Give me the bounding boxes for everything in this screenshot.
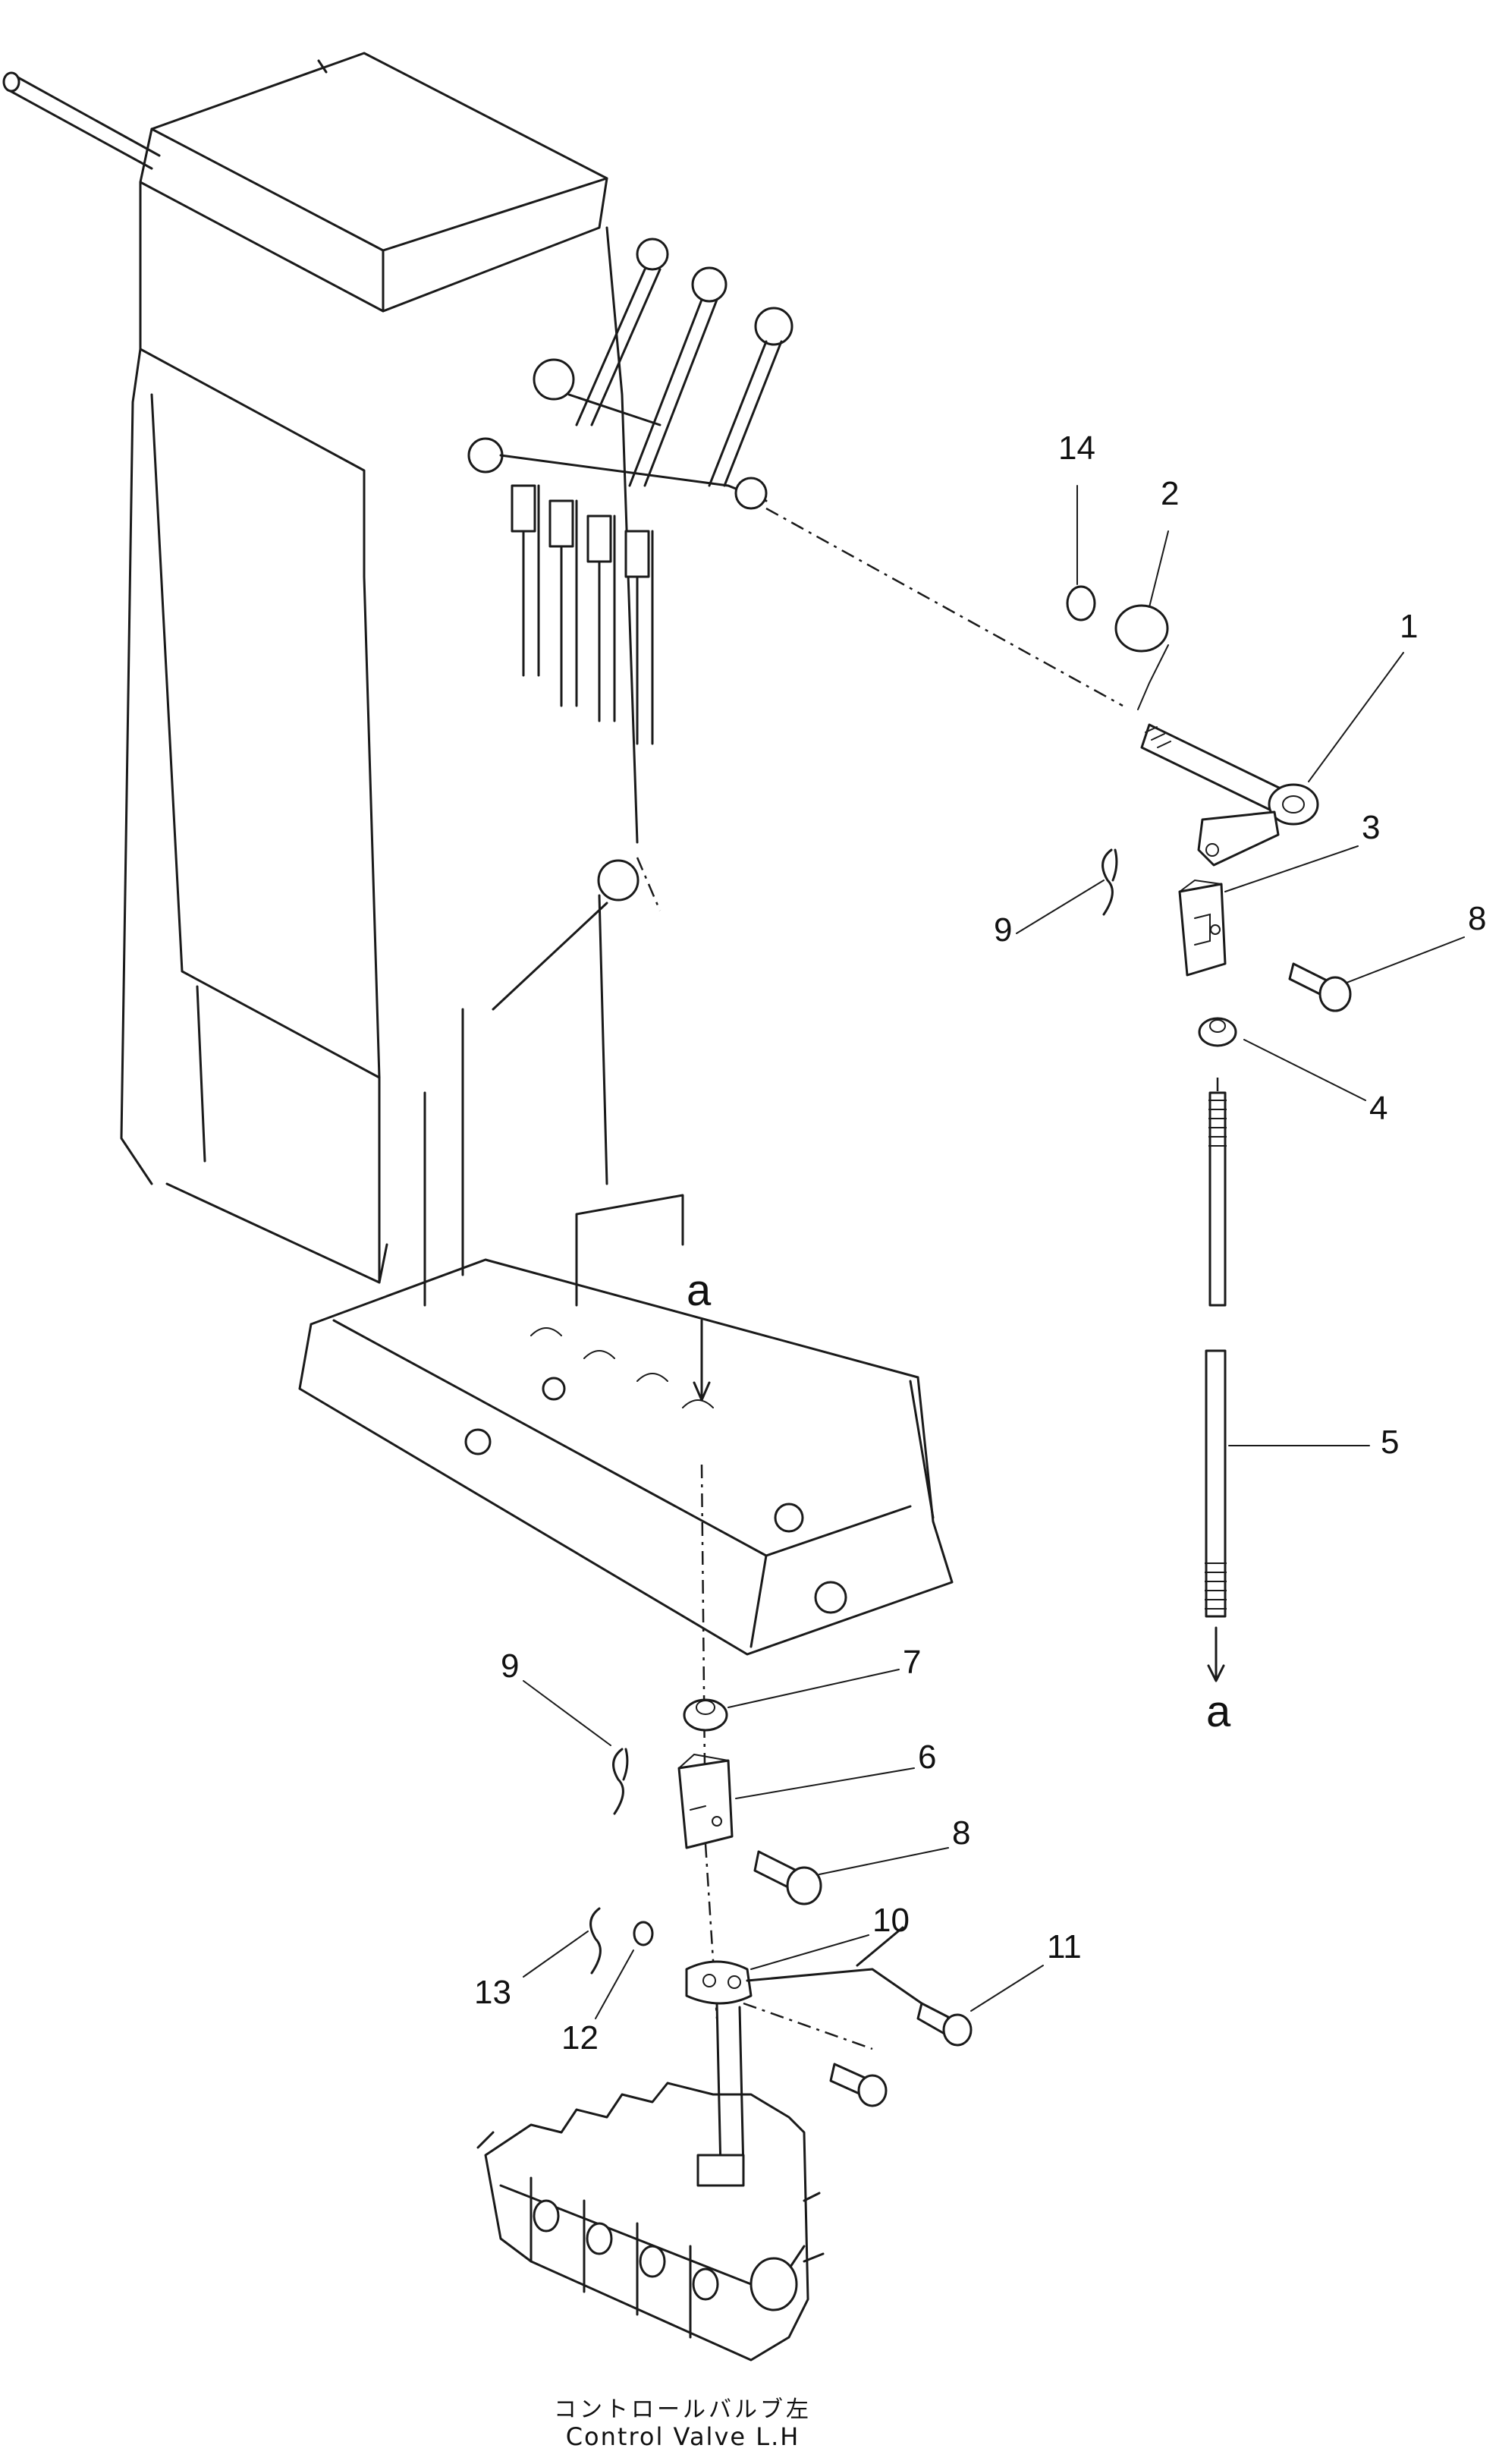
callout-11: 11 — [1047, 1928, 1082, 1965]
part-9-clip-upper — [1101, 848, 1118, 916]
part-11-bolts — [746, 1968, 973, 2107]
part-2-boot — [1114, 604, 1169, 710]
part-5-rod — [1205, 1091, 1227, 1682]
callout-13: 13 — [474, 1974, 511, 2011]
part-6-clevis — [677, 1753, 734, 1849]
part-7-nut — [683, 1698, 728, 1732]
caption-english: Control Valve L.H — [565, 2422, 800, 2451]
part-8-pin-lower — [753, 1850, 822, 1905]
callout-9-upper: 9 — [994, 911, 1012, 949]
callout-10: 10 — [872, 1902, 910, 1939]
part-10-plate — [685, 1960, 753, 2005]
part-4-nut — [1198, 1017, 1237, 1047]
callout-6: 6 — [918, 1739, 936, 1776]
control-tower-assembly — [2, 52, 954, 1656]
callout-14: 14 — [1058, 430, 1095, 467]
callout-labels: 14 2 1 3 8 9 4 5 7 9 6 8 10 11 13 12 a a — [474, 430, 1486, 2056]
part-14-ring — [1066, 585, 1096, 622]
callout-4: 4 — [1369, 1090, 1387, 1127]
part-9-clip-lower — [612, 1748, 629, 1815]
callout-3: 3 — [1362, 809, 1380, 846]
callout-9-lower: 9 — [501, 1647, 519, 1685]
part-8-pin-upper — [1288, 962, 1352, 1012]
part-13-clip — [589, 1907, 602, 1975]
part-1-lever-shaft — [1140, 723, 1319, 867]
callout-12: 12 — [561, 2019, 599, 2056]
ref-arrow-top — [693, 1319, 711, 1402]
callout-7: 7 — [903, 1644, 921, 1681]
ref-letter-a-top: a — [687, 1266, 712, 1315]
leader-lines — [523, 485, 1465, 2019]
callout-1: 1 — [1400, 608, 1418, 645]
control-valve-lh — [476, 2002, 825, 2362]
part-3-clevis — [1178, 879, 1227, 977]
callout-2: 2 — [1161, 475, 1179, 512]
callout-5: 5 — [1381, 1424, 1399, 1461]
callout-8-lower: 8 — [952, 1814, 970, 1852]
part-12-washer — [633, 1921, 654, 1946]
callout-8-upper: 8 — [1468, 900, 1486, 937]
caption-japanese: コントロールバルブ左 — [554, 2396, 812, 2423]
ref-letter-a-bottom: a — [1206, 1687, 1231, 1736]
